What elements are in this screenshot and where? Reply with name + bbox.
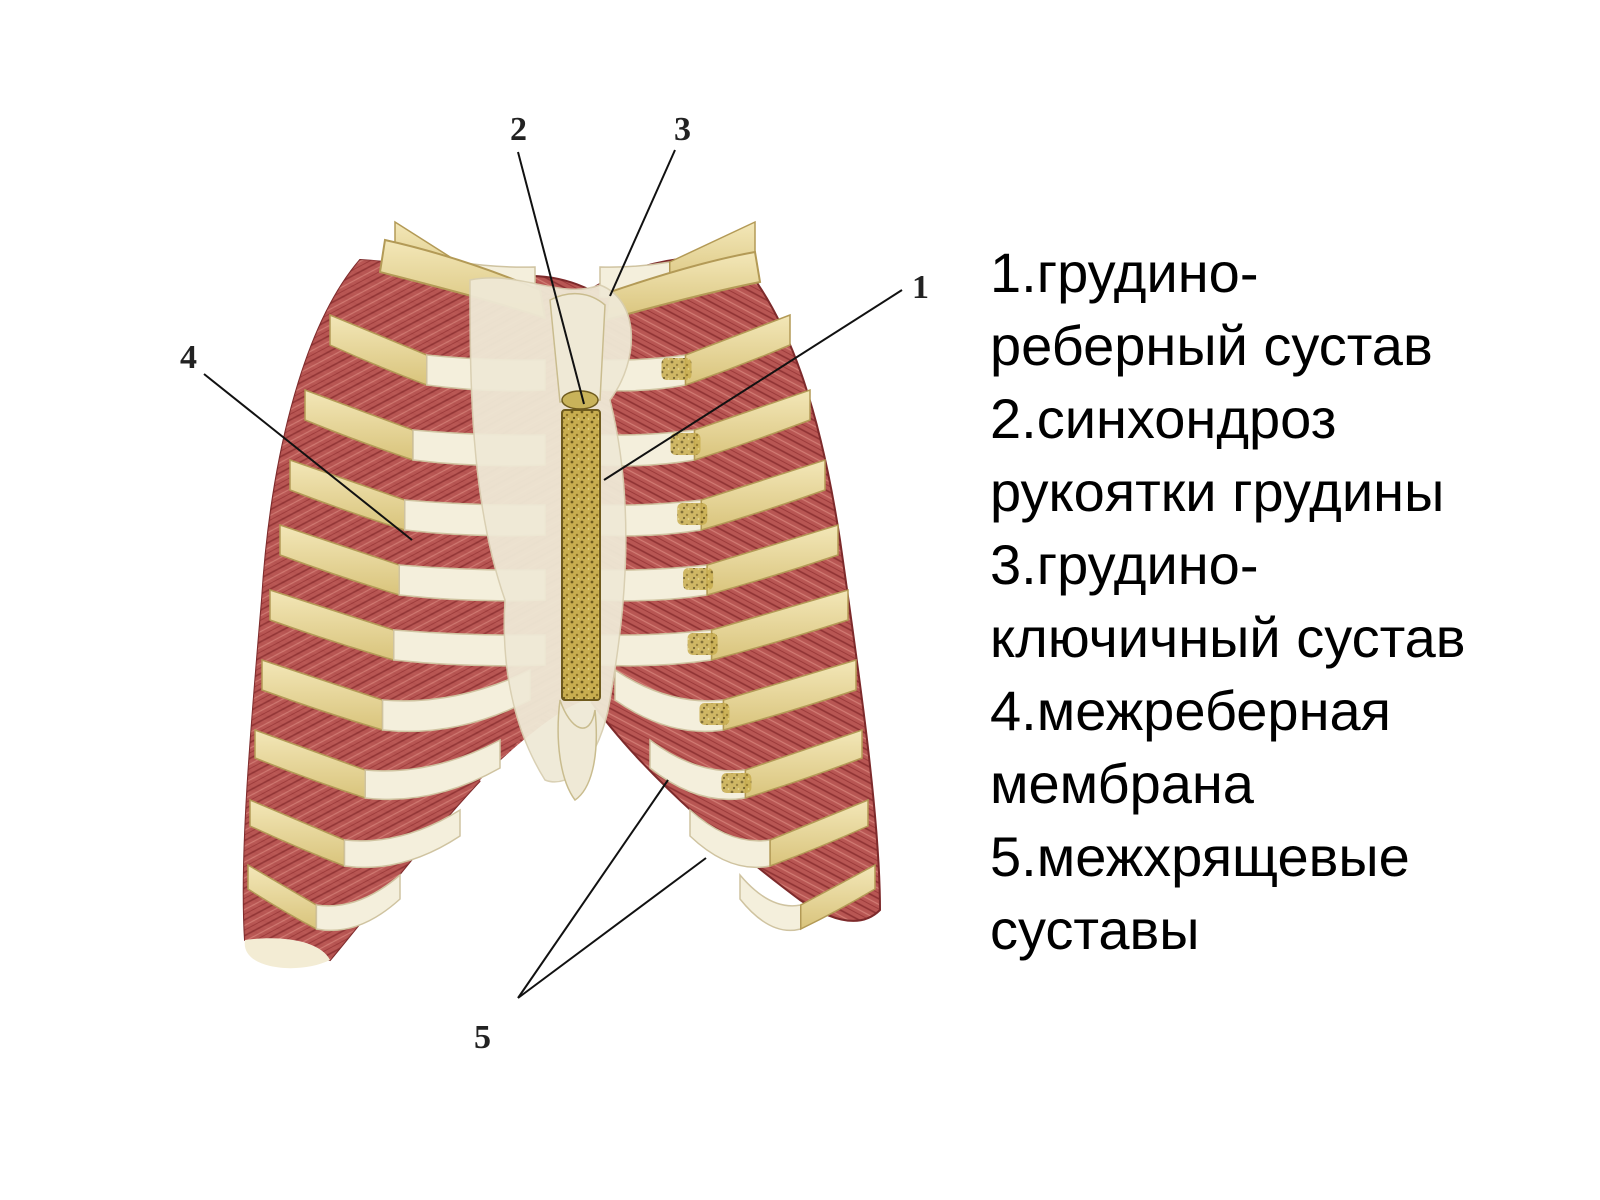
legend-item-5: 5.межхрящевые суставы [990,820,1580,966]
right-rib-bone-2 [684,313,791,387]
legend-item-2-line-2: рукоятки грудины [990,460,1445,523]
legend-item-5-line-2: суставы [990,898,1200,961]
xiphoid-process [557,699,598,802]
legend-item-5-line-1: 5.межхрящевые [990,825,1410,888]
right-rib-bone-9 [769,798,869,868]
callout-leader-lines [203,149,903,999]
legend-item-3-line-2: ключичный сустав [990,606,1466,669]
right-rib-cut-surface-3 [670,433,701,455]
leader-line-1 [603,289,903,481]
legend-item-1-line-1: 1.грудино- [990,241,1259,304]
rib-cage-anatomy [242,220,882,969]
callout-number-5: 5 [474,1019,491,1056]
leader-line-4 [203,373,413,541]
manubrium [549,293,606,403]
callout-number-4: 4 [180,339,197,376]
callout-number-1: 1 [912,269,929,306]
right-rib-bone-8 [744,728,863,800]
legend-item-4-line-2: мембрана [990,752,1254,815]
right-rib-bone-4 [700,458,826,531]
right-rib-bone-6 [710,588,849,661]
right-rib-cut-surface-5 [683,568,714,590]
right-rib-cut-surface-2 [661,358,692,380]
legend-item-1: 1.грудино-реберный сустав [990,236,1580,382]
right-rib-bone-5 [706,523,839,596]
legend-item-2-line-1: 2.синхондроз [990,387,1337,450]
right-rib-cut-surface-8 [721,773,752,793]
left-costal-cartilage-8 [364,738,501,801]
callout-numbers: 2 3 1 4 5 [180,111,929,1056]
right-rib-bone-7 [722,658,857,731]
left-costal-margin [244,938,330,969]
leader-line-5a [517,779,669,999]
rib-cage-illustration: 2 3 1 4 5 [180,111,929,1056]
legend-item-4-line-1: 4.межреберная [990,679,1391,742]
legend-item-1-line-2: реберный сустав [990,314,1433,377]
right-rib-cut-surface-6 [687,633,718,655]
left-costal-cartilage-9 [343,808,461,869]
right-rib-cut-surface-7 [699,703,730,725]
callout-number-3: 3 [674,111,691,148]
rib-cage-svg: 2 3 1 4 5 [180,111,929,1056]
legend-item-3-line-1: 3.грудино- [990,533,1259,596]
sternum-body [561,409,601,701]
right-rib-cut-surface-4 [677,503,708,525]
legend-item-3: 3.грудино-ключичный сустав [990,528,1580,674]
legend-item-4: 4.межреберная мембрана [990,674,1580,820]
right-rib-bone-3 [693,388,811,462]
legend-item-2: 2.синхондроз рукоятки грудины [990,382,1580,528]
leader-line-3 [609,149,676,297]
left-costal-cartilage-10 [315,873,401,932]
right-rib-bone-10 [800,863,876,931]
leader-line-2 [517,151,585,405]
leader-line-5b [517,857,707,999]
manubriosternal-junction [561,390,599,410]
callout-number-2: 2 [510,111,527,148]
